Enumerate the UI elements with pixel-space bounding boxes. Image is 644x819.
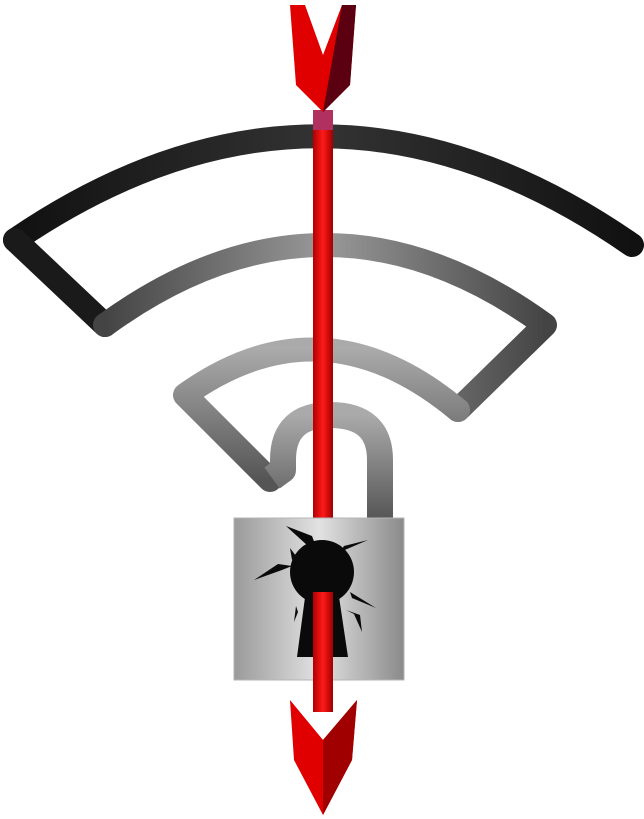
wifi-middle-arc bbox=[93, 233, 557, 422]
arrow-fletching-shade bbox=[323, 5, 356, 112]
arrow-icon bbox=[290, 5, 357, 815]
wifi-left-edge bbox=[3, 228, 117, 337]
arrow-head-shade bbox=[323, 700, 357, 815]
arrow-through-keyhole bbox=[313, 592, 333, 712]
padlock-icon bbox=[233, 517, 405, 712]
arrow-nock bbox=[313, 110, 333, 132]
